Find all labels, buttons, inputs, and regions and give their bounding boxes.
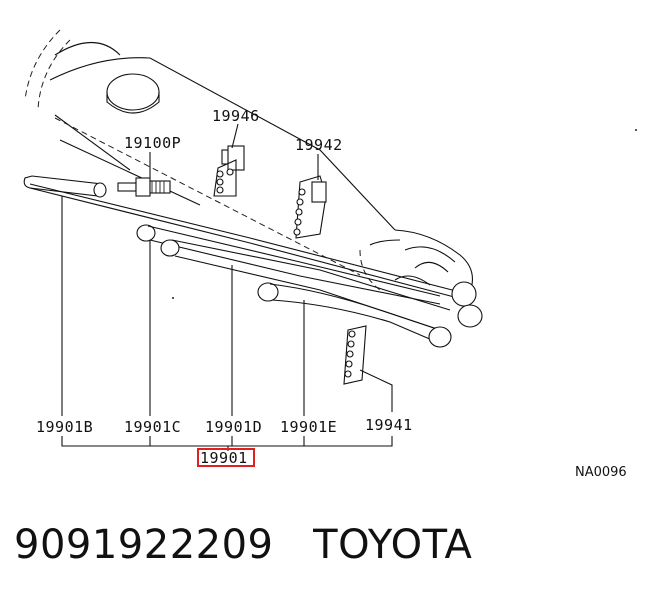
highlight-box	[197, 448, 255, 467]
label-spark-plug: 19100P	[124, 134, 181, 152]
label-ref-code: NA0096	[575, 465, 627, 480]
engine-outline	[24, 29, 473, 293]
cord-19901e	[257, 282, 452, 348]
cord-19901b	[23, 175, 483, 328]
label-clamp-right: 19942	[295, 136, 343, 154]
cord-clamp-lower	[343, 325, 393, 412]
label-cord-d: 19901D	[205, 418, 262, 436]
label-clamp-lower: 19941	[365, 416, 413, 434]
oil-filler-cap	[106, 73, 160, 114]
leader-lines	[61, 196, 393, 451]
cord-clamp-upper	[213, 123, 245, 197]
label-cord-c: 19901C	[124, 418, 181, 436]
part-number: 9091922209	[14, 522, 274, 568]
part-caption: 9091922209 TOYOTA	[14, 522, 472, 568]
label-cord-b: 19901B	[36, 418, 93, 436]
spark-plug	[117, 152, 171, 197]
label-cord-e: 19901E	[280, 418, 337, 436]
brand-name: TOYOTA	[313, 522, 473, 568]
label-clamp-upper: 19946	[212, 107, 260, 125]
cord-clamp-right	[293, 154, 327, 239]
parts-diagram: 19100P 19946 19942 19901B 19901C 19901D …	[23, 29, 637, 480]
cord-19901c	[136, 224, 441, 305]
label-cord-set: 19901	[200, 449, 248, 467]
